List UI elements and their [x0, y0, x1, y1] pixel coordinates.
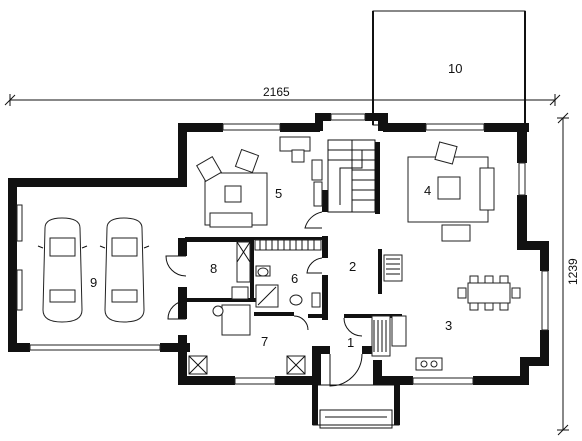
windows	[16, 113, 549, 385]
interior-walls	[178, 142, 402, 320]
room4-furniture	[407, 141, 495, 242]
height-dimension-line	[557, 112, 569, 436]
room-label-4: 4	[424, 183, 431, 198]
doors	[165, 211, 363, 387]
width-dimension-line	[4, 94, 561, 106]
height-dimension-label: 1239	[566, 258, 580, 285]
room-label-9: 9	[90, 275, 97, 290]
room-label-3: 3	[445, 318, 452, 333]
car-left	[37, 217, 88, 323]
room-label-8: 8	[210, 261, 217, 276]
room-label-7: 7	[261, 334, 268, 349]
room5-furniture	[196, 136, 323, 228]
staircase	[327, 139, 376, 213]
room-label-5: 5	[275, 186, 282, 201]
exterior-walls	[8, 113, 549, 385]
dining-table	[457, 275, 521, 311]
room-label-2: 2	[349, 259, 356, 274]
room-label-1: 1	[347, 335, 354, 350]
bathroom-fixtures	[255, 265, 321, 308]
wardrobe-hatch	[231, 239, 322, 300]
kitchen-counter	[371, 254, 443, 371]
car-right	[99, 217, 150, 323]
width-dimension-label: 2165	[263, 85, 290, 99]
entrance-porch	[312, 384, 400, 429]
room-label-10: 10	[448, 61, 462, 76]
room-label-6: 6	[291, 271, 298, 286]
room7-fixtures	[188, 304, 306, 375]
